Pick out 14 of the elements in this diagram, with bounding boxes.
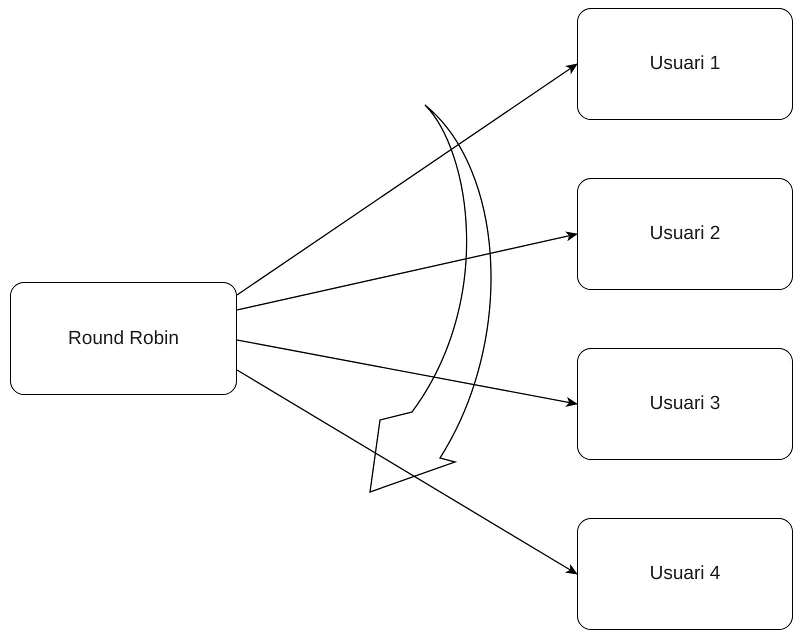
process-box	[577, 178, 793, 290]
process-box	[10, 282, 237, 395]
process-box	[577, 518, 793, 630]
box-label: Round Robin	[68, 328, 179, 350]
box-label: Usuari 3	[650, 393, 720, 415]
process-box	[577, 8, 793, 120]
arrow	[236, 369, 578, 575]
box-label: Usuari 2	[650, 223, 720, 245]
arrow	[236, 63, 578, 296]
box-label: Usuari 1	[650, 53, 720, 75]
process-box	[577, 348, 793, 460]
arrow	[236, 339, 578, 407]
box-label: Usuari 4	[650, 563, 720, 585]
arrow	[236, 232, 578, 311]
